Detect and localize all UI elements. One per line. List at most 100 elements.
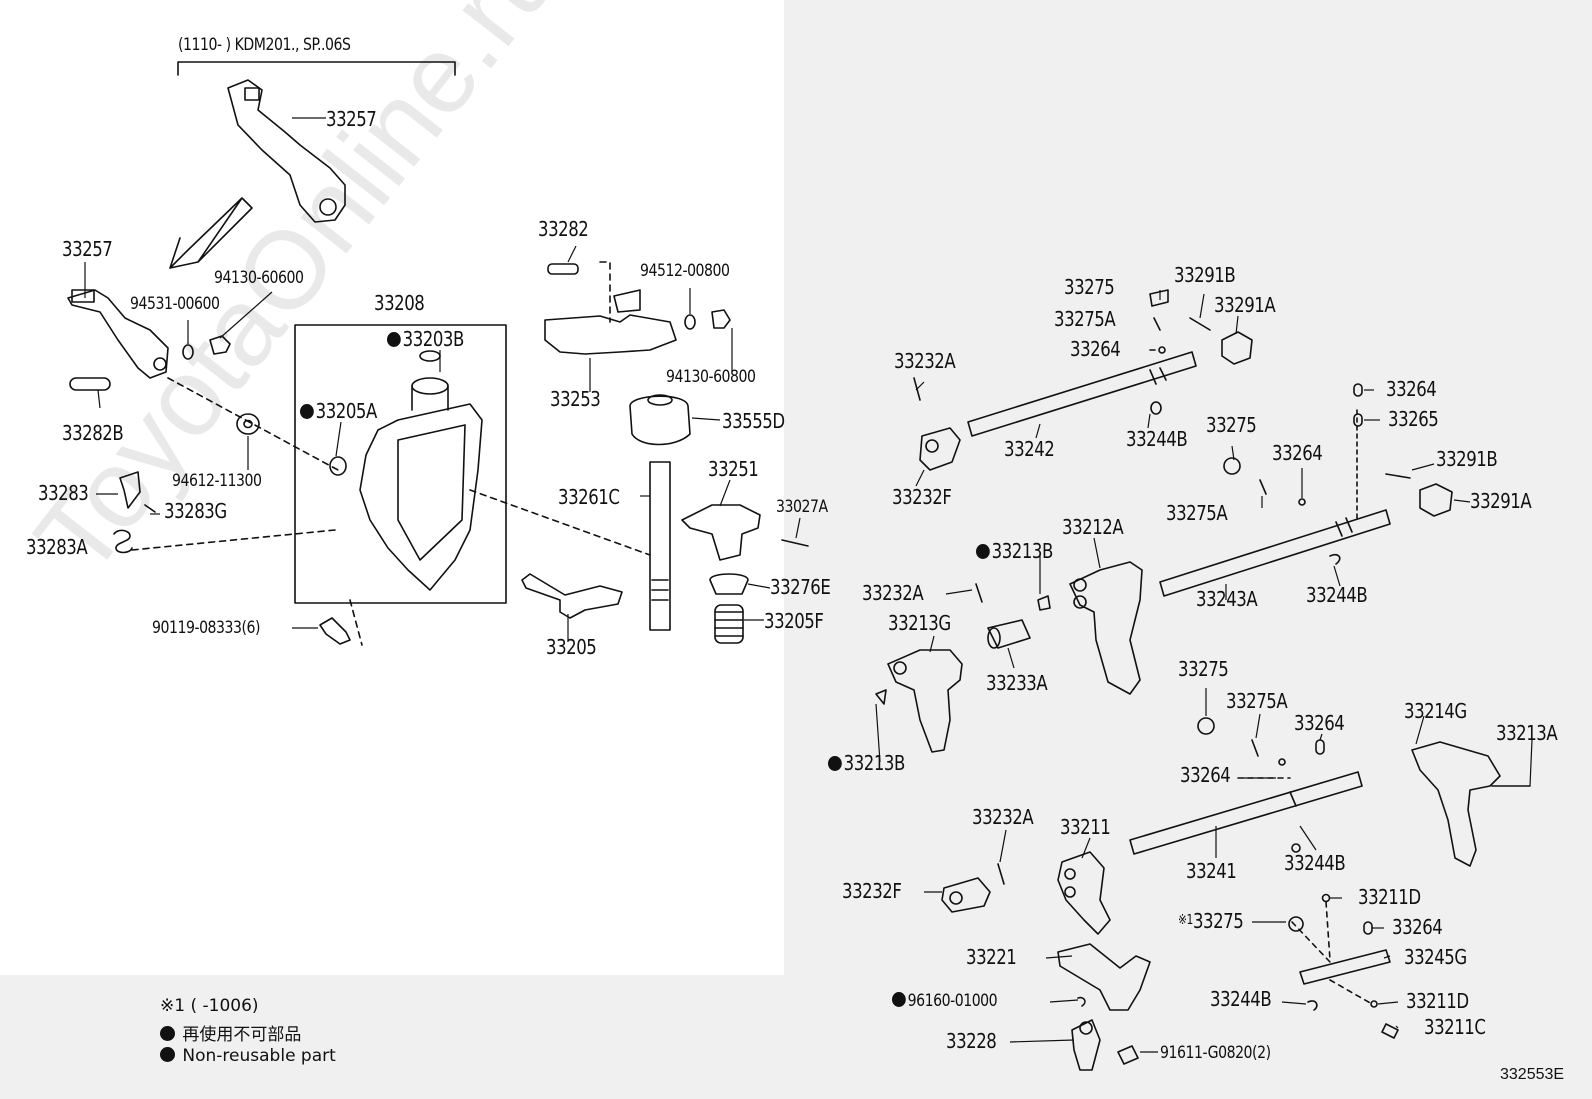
label-33027a: 33027A <box>776 497 828 517</box>
label-33213g: 33213G <box>888 611 951 635</box>
label-33275a-mid: 33275A <box>1166 501 1228 525</box>
label-33244b-mid: 33244B <box>1306 583 1368 607</box>
label-96160-01000: 96160-01000 <box>892 990 998 1012</box>
non-reusable-dot-icon <box>300 404 314 419</box>
label-33275-low: 33275 <box>1178 657 1229 681</box>
label-94531-00600: 94531-00600 <box>130 294 220 314</box>
label-33242: 33242 <box>1004 437 1055 461</box>
label-33264-mid: 33264 <box>1272 441 1323 465</box>
part-33251 <box>681 504 761 561</box>
label-33555d: 33555D <box>722 409 785 433</box>
label-33232a-mid: 33232A <box>862 581 924 605</box>
label-33264-right: 33264 <box>1386 377 1437 401</box>
label-33291a-right: 33291A <box>1470 489 1532 513</box>
part-33213g <box>887 649 963 753</box>
label-90119-08333: 90119-08333(6) <box>152 618 261 638</box>
header-note: (1110- ) KDM201., SP..06S <box>178 35 351 55</box>
label-33211c: 33211C <box>1424 1015 1486 1039</box>
label-33264-bottom: 33264 <box>1392 915 1443 939</box>
label-33275-note: ※133275 <box>1178 909 1244 933</box>
label-33264-top: 33264 <box>1070 337 1121 361</box>
label-33282b: 33282B <box>62 421 124 445</box>
non-reusable-dot-icon <box>160 1047 175 1062</box>
non-reusable-dot-icon <box>387 332 401 347</box>
label-33212a: 33212A <box>1062 515 1124 539</box>
label-33205f: 33205F <box>764 609 824 633</box>
label-33264-low2: 33264 <box>1180 763 1231 787</box>
part-housing <box>359 403 483 591</box>
legend-note: ※1 ( -1006) <box>160 996 259 1016</box>
part-33242 <box>967 351 1197 437</box>
label-33211: 33211 <box>1060 815 1111 839</box>
note-ref-mark: ※1 <box>1178 913 1193 928</box>
label-33253: 33253 <box>550 387 601 411</box>
part-33257 <box>67 289 169 379</box>
non-reusable-dot-icon <box>160 1026 175 1041</box>
part-33214g <box>1411 741 1501 867</box>
non-reusable-dot-icon <box>892 992 906 1007</box>
non-reusable-dot-icon <box>976 544 990 559</box>
part-33243a <box>1159 509 1391 597</box>
label-33241: 33241 <box>1186 859 1237 883</box>
label-33244b-low: 33244B <box>1284 851 1346 875</box>
part-33282b <box>69 377 111 391</box>
label-33291b-right: 33291B <box>1436 447 1498 471</box>
part-33228 <box>1071 1019 1101 1071</box>
label-33275a-top: 33275A <box>1054 307 1116 331</box>
label-33232a-top: 33232A <box>894 349 956 373</box>
label-33208: 33208 <box>374 291 425 315</box>
label-33232a-low: 33232A <box>972 805 1034 829</box>
label-33213b-mid: 33213B <box>976 540 1053 562</box>
label-33261c: 33261C <box>558 485 620 509</box>
background-panel <box>784 0 1592 1099</box>
label-33251: 33251 <box>708 457 759 481</box>
label-33291b-top: 33291B <box>1174 263 1236 287</box>
label-33244b-top: 33244B <box>1126 427 1188 451</box>
label-33264-low1: 33264 <box>1294 711 1345 735</box>
legend-background <box>0 975 784 1099</box>
label-33233a: 33233A <box>986 671 1048 695</box>
part-33221 <box>1057 943 1151 1011</box>
arrow-icon <box>169 197 253 269</box>
non-reusable-dot-icon <box>828 756 842 771</box>
label-33205a: 33205A <box>300 400 377 422</box>
part-33261c <box>649 461 671 631</box>
label-33213b-low: 33213B <box>828 752 905 774</box>
part-33253 <box>544 314 677 355</box>
label-33221: 33221 <box>966 945 1017 969</box>
label-33283g: 33283G <box>164 499 227 523</box>
part-33212a <box>1069 561 1143 695</box>
label-94130-60800: 94130-60800 <box>666 367 756 387</box>
label-94612-11300: 94612-11300 <box>172 471 262 491</box>
legend-en: Non-reusable part <box>160 1046 336 1066</box>
label-94130-60600: 94130-60600 <box>214 268 304 288</box>
part-33205 <box>521 573 623 619</box>
label-33245g: 33245G <box>1404 945 1467 969</box>
label-33283a: 33283A <box>26 535 88 559</box>
part-33555d <box>629 395 691 446</box>
part-33211 <box>1057 851 1111 935</box>
label-33282: 33282 <box>538 217 589 241</box>
label-33257-top: 33257 <box>326 107 377 131</box>
label-33232f-low: 33232F <box>842 879 902 903</box>
part-33245g <box>1299 949 1391 985</box>
label-33291a-top: 33291A <box>1214 293 1276 317</box>
diagram-code: 332553E <box>1500 1066 1565 1083</box>
assembly-box-33208 <box>294 324 507 604</box>
label-33211d-bottom: 33211D <box>1406 989 1469 1013</box>
label-91611-g0820: 91611-G0820(2) <box>1160 1043 1271 1063</box>
label-33275a-low: 33275A <box>1226 689 1288 713</box>
label-33228: 33228 <box>946 1029 997 1053</box>
label-33205: 33205 <box>546 635 597 659</box>
label-33211d-top: 33211D <box>1358 885 1421 909</box>
label-33275-mid: 33275 <box>1206 413 1257 437</box>
label-33214g: 33214G <box>1404 699 1467 723</box>
label-33232f-top: 33232F <box>892 485 952 509</box>
label-33203b: 33203B <box>387 328 464 350</box>
label-33276e: 33276E <box>770 575 831 599</box>
label-33283: 33283 <box>38 481 89 505</box>
label-33275-top: 33275 <box>1064 275 1115 299</box>
header-bracket <box>177 61 456 76</box>
part-33257-top <box>227 79 346 223</box>
